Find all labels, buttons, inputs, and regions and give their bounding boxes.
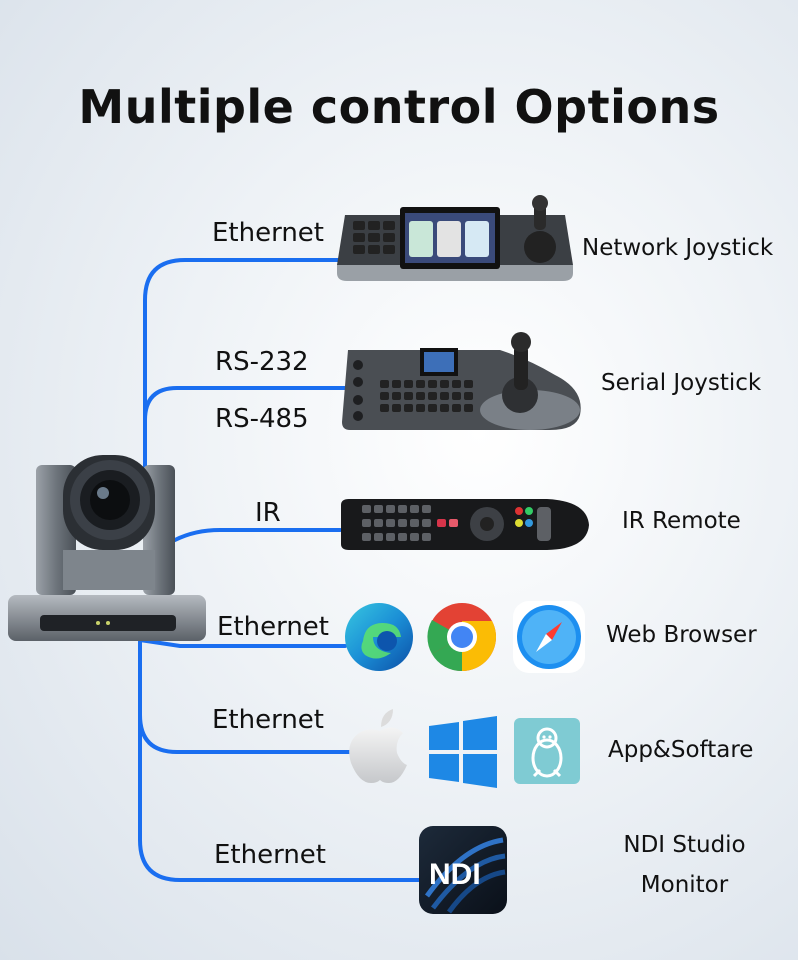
connection-label-ethernet: Ethernet: [214, 840, 326, 870]
wire-serial-joystick: [143, 386, 347, 472]
wire-app-software: [138, 638, 352, 754]
connection-label-ir: IR: [255, 498, 281, 528]
edge-browser-logo-icon: [345, 603, 413, 671]
connection-label-rs485: RS-485: [215, 404, 309, 434]
linux-logo-icon: [514, 718, 580, 784]
connection-label-ethernet: Ethernet: [217, 612, 329, 642]
ir-remote-control-icon: [341, 499, 589, 550]
ptz-camera-icon: [8, 455, 206, 641]
ndi-logo-icon: NDI: [419, 826, 507, 914]
wire-network-joystick: [143, 258, 342, 502]
windows-logo-icon: [429, 716, 497, 788]
wire-ir-remote: [173, 528, 342, 542]
safari-browser-logo-icon: [513, 601, 585, 673]
connection-label-ethernet: Ethernet: [212, 705, 324, 735]
apple-logo-icon: [349, 709, 407, 783]
wire-ndi-monitor: [138, 698, 422, 882]
device-label-ndi-line2: Monitor: [640, 872, 729, 898]
device-label-ndi-line1: NDI Studio: [623, 832, 746, 858]
network-joystick-controller-icon: [337, 195, 573, 281]
connection-label-rs232: RS-232: [215, 347, 309, 377]
page-title: Multiple control Options: [78, 80, 720, 134]
device-label-web-browser: Web Browser: [606, 622, 757, 648]
wire-web-browser: [138, 638, 347, 648]
device-label-serial-joystick: Serial Joystick: [601, 370, 762, 396]
device-label-network-joystick: Network Joystick: [582, 235, 774, 261]
device-label-app-software: App&Softare: [608, 737, 754, 763]
chrome-browser-logo-icon: [427, 603, 496, 672]
connection-label-ethernet: Ethernet: [212, 218, 324, 248]
ndi-logo-text: NDI: [429, 858, 481, 891]
serial-joystick-controller-icon: [342, 332, 581, 430]
device-label-ir-remote: IR Remote: [622, 508, 741, 534]
